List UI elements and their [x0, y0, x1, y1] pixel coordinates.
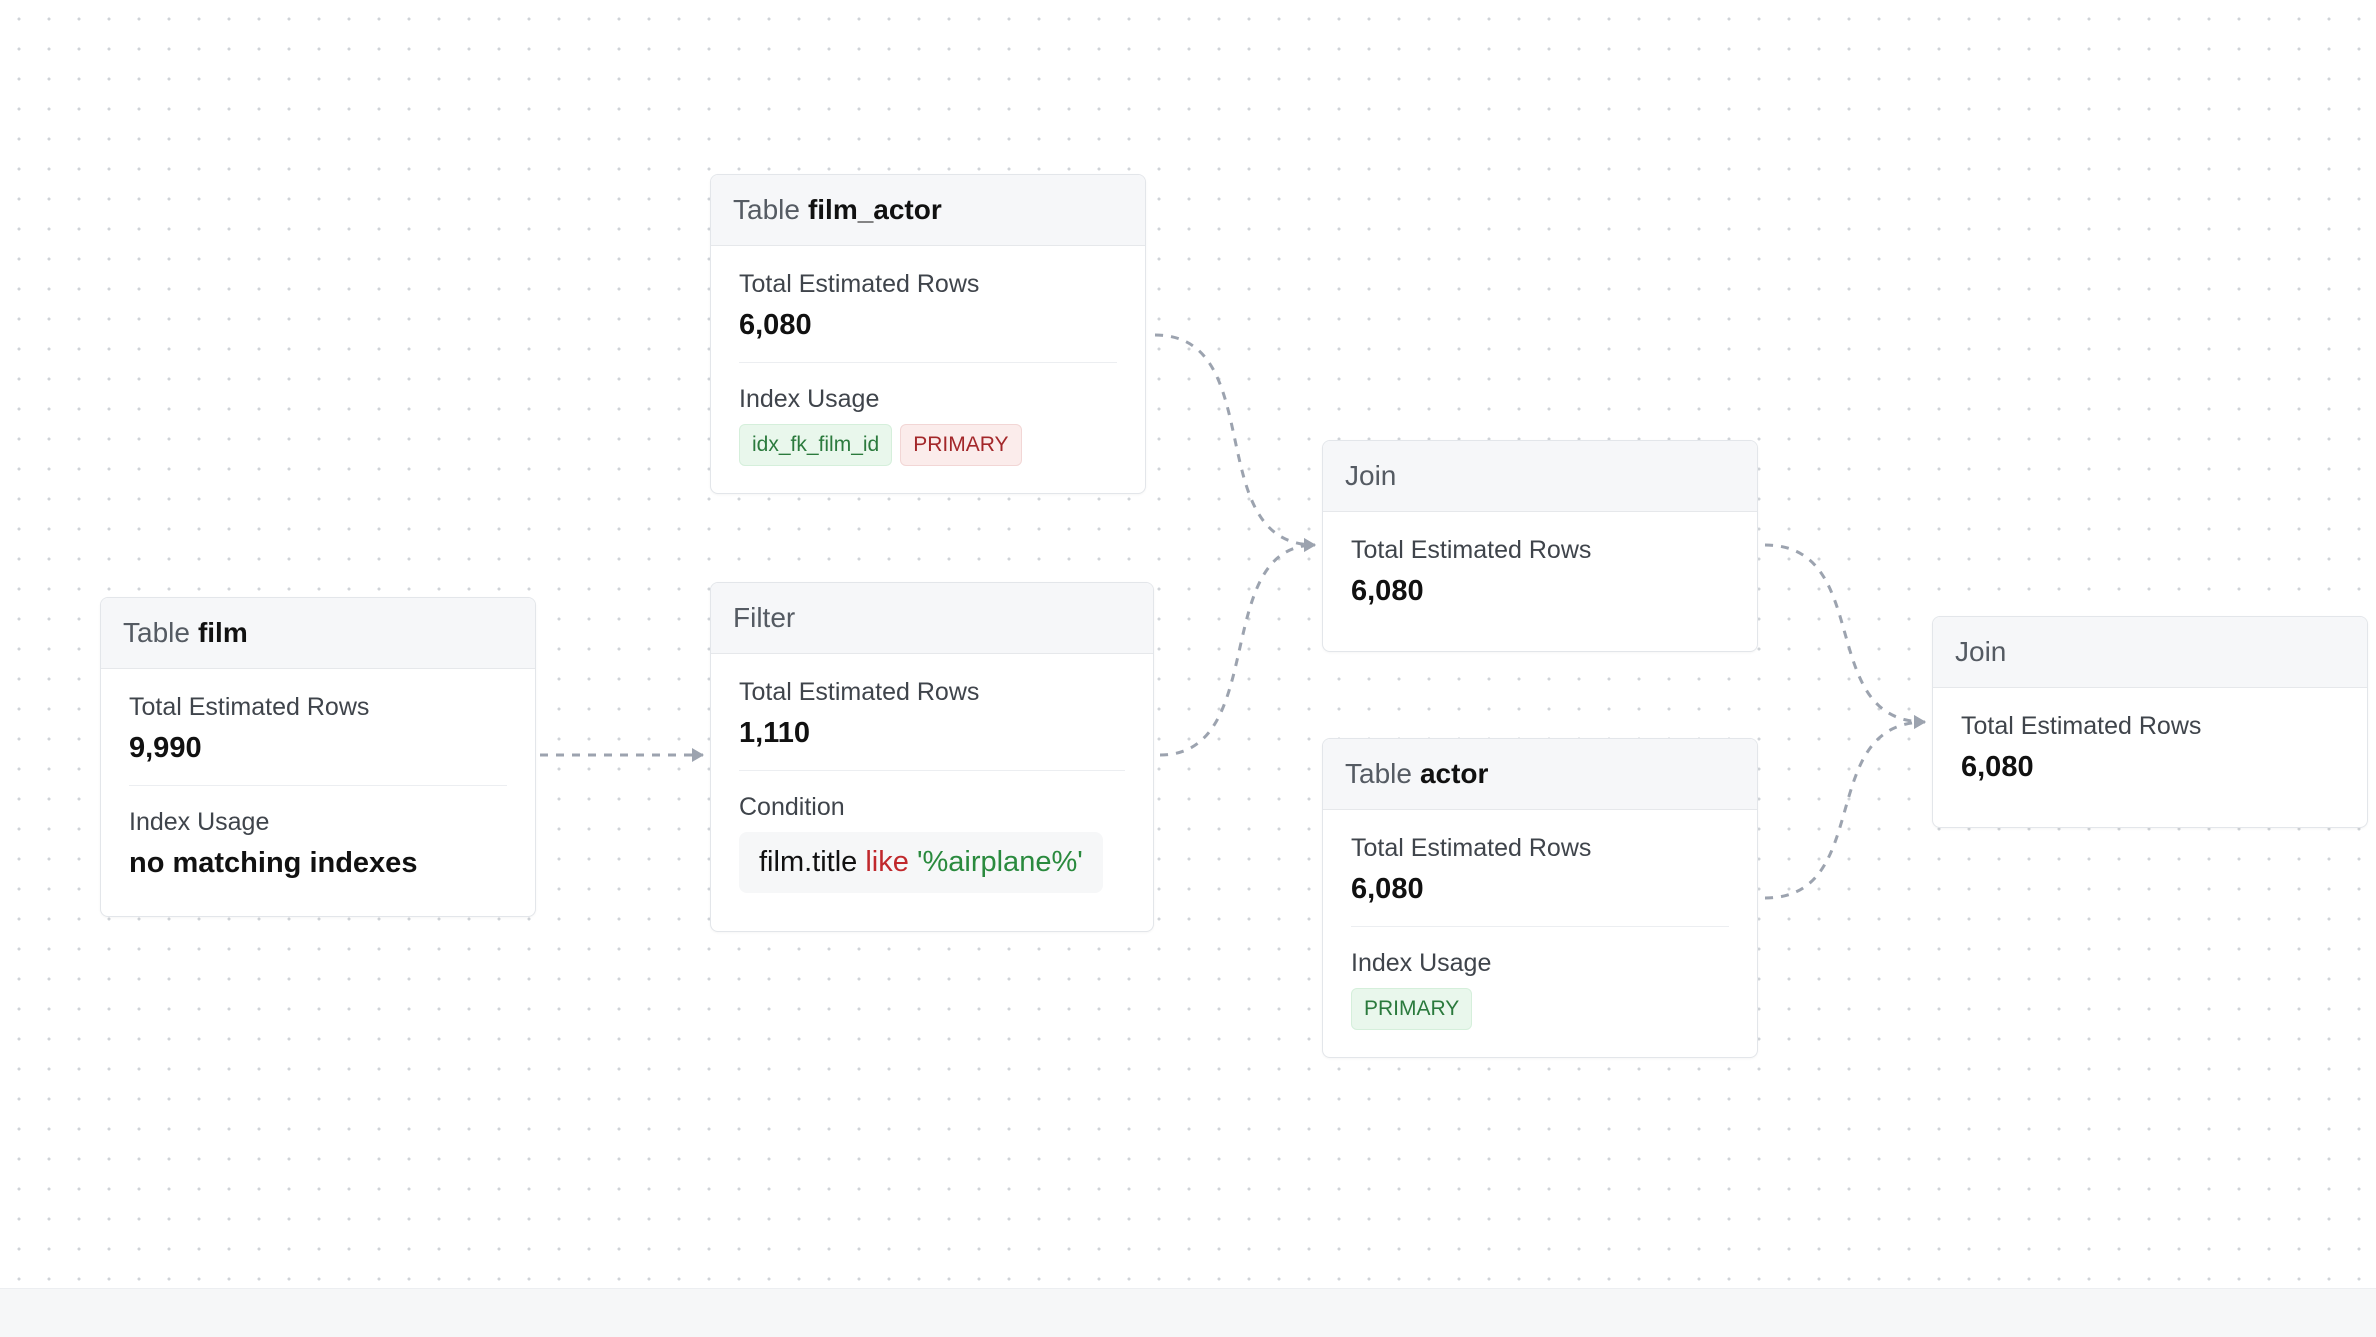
rows-label: Total Estimated Rows [739, 678, 980, 706]
index-badge-primary: PRIMARY [1351, 988, 1473, 1030]
node-type-label: Filter [733, 602, 796, 633]
node-table-film-actor[interactable]: Table film_actor Total Estimated Rows 6,… [710, 174, 1146, 494]
rows-label: Total Estimated Rows [129, 693, 370, 721]
condition-operator: like [865, 846, 909, 878]
node-table-actor[interactable]: Table actor Total Estimated Rows 6,080 I… [1322, 738, 1758, 1058]
node-type-label: Join [1955, 636, 2007, 667]
rows-value: 1,110 [739, 717, 810, 749]
node-header: Filter [711, 583, 1153, 654]
condition-label: Condition [739, 793, 845, 821]
node-join-1[interactable]: Join Total Estimated Rows 6,080 [1322, 440, 1758, 652]
rows-label: Total Estimated Rows [1351, 834, 1592, 862]
rows-label: Total Estimated Rows [1961, 712, 2202, 740]
node-table-film[interactable]: Table film Total Estimated Rows 9,990 In… [100, 597, 536, 917]
edge-filter-to-join1 [1159, 538, 1316, 757]
node-type-label: Table [733, 194, 800, 225]
condition-value: '%airplane%' [916, 846, 1083, 878]
index-usage-label: Index Usage [739, 385, 880, 413]
node-header: Table film [101, 598, 535, 669]
node-table-name: film [197, 617, 248, 648]
rows-value: 6,080 [1351, 873, 1424, 905]
node-filter[interactable]: Filter Total Estimated Rows 1,110 Condit… [710, 582, 1154, 932]
rows-value: 6,080 [1961, 751, 2034, 783]
edge-film-actor-to-join1 [1154, 333, 1316, 552]
index-usage-label: Index Usage [129, 808, 270, 836]
edge-actor-to-join2 [1764, 715, 1926, 900]
edge-join1-to-join2 [1764, 543, 1926, 729]
node-header: Table film_actor [711, 175, 1145, 246]
node-table-name: actor [1419, 758, 1489, 789]
node-header: Join [1323, 441, 1757, 512]
node-type-label: Table [1345, 758, 1412, 789]
index-badge-idx-fk-film-id: idx_fk_film_id [739, 424, 893, 466]
rows-value: 6,080 [1351, 575, 1424, 607]
node-table-name: film_actor [807, 194, 942, 225]
condition-code: film.title like '%airplane%' [739, 832, 1103, 893]
node-header: Table actor [1323, 739, 1757, 810]
node-type-label: Table [123, 617, 190, 648]
node-type-label: Join [1345, 460, 1397, 491]
rows-label: Total Estimated Rows [1351, 536, 1592, 564]
index-usage-label: Index Usage [1351, 949, 1492, 977]
rows-label: Total Estimated Rows [739, 270, 980, 298]
node-join-2[interactable]: Join Total Estimated Rows 6,080 [1932, 616, 2368, 828]
index-usage-value: no matching indexes [129, 847, 418, 879]
rows-value: 6,080 [739, 309, 812, 341]
node-header: Join [1933, 617, 2367, 688]
condition-field: film.title [759, 846, 858, 878]
index-badge-primary: PRIMARY [900, 424, 1022, 466]
rows-value: 9,990 [129, 732, 202, 764]
canvas-footer [0, 1288, 2376, 1337]
